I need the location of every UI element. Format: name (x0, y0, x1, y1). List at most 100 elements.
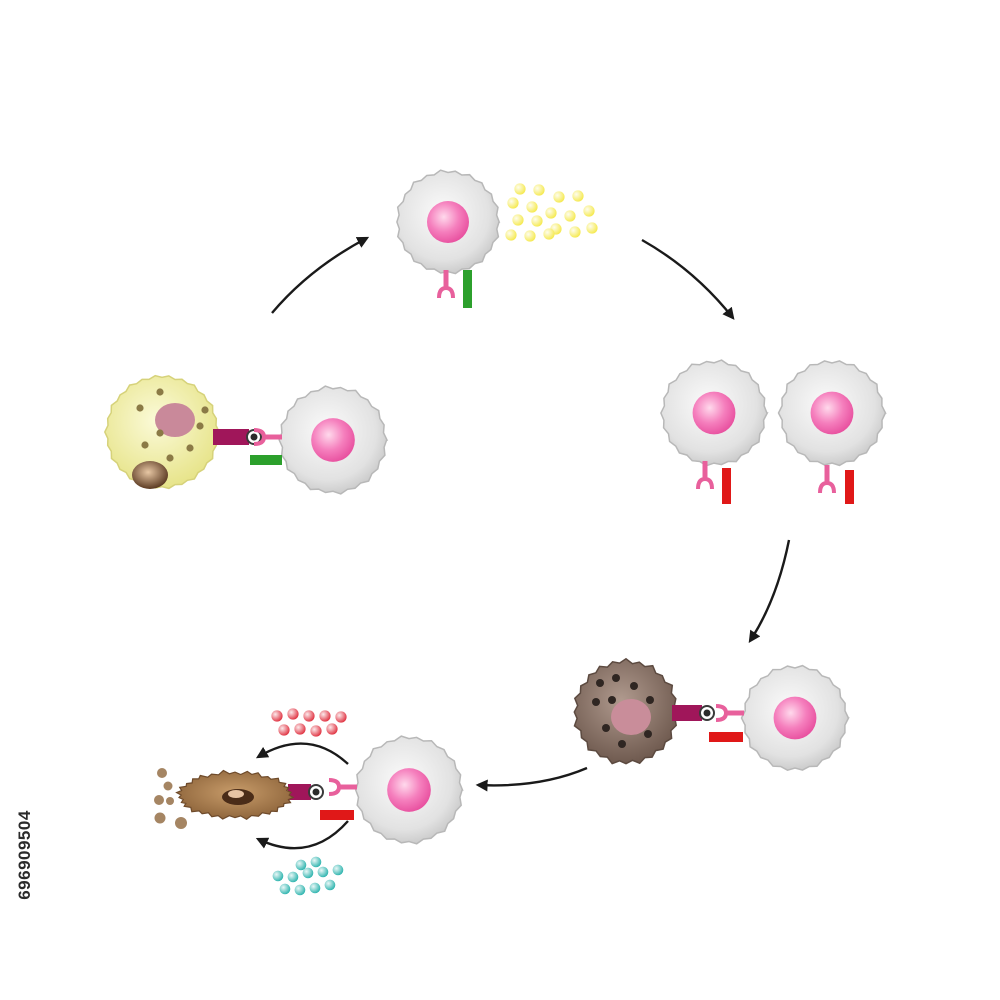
bead-shine (287, 708, 299, 720)
apc-granule (596, 679, 604, 687)
bead-shine (295, 859, 307, 871)
bead-shine (572, 190, 584, 202)
antigen-presenting-cell-icon (573, 657, 681, 765)
cytokine-bead (569, 226, 581, 238)
cytokine-bead (586, 222, 598, 234)
t-cell-icon (354, 735, 464, 845)
cell-nucleus (427, 201, 469, 243)
receptor-stalk (339, 784, 357, 790)
cytokine-bead (553, 191, 565, 203)
receptor-fork (696, 476, 714, 490)
antigen-core (312, 788, 320, 796)
coreceptor-bar (463, 270, 472, 308)
apc-granule (156, 429, 164, 437)
cell-layer (103, 169, 887, 896)
tcr-receptor (696, 461, 714, 490)
bead-shine (512, 214, 524, 226)
bead-shine (279, 883, 291, 895)
coreceptor-bar (250, 455, 282, 465)
cytotoxic-granule (309, 882, 321, 894)
stock-id-text: 696909504 (15, 810, 34, 900)
bead-shine (287, 871, 299, 883)
cytokine-bead (505, 229, 517, 241)
mhc-bar (672, 705, 702, 721)
cytokine-bead (507, 197, 519, 209)
t-cell-icon (740, 664, 850, 772)
bead-shine (326, 723, 338, 735)
cytokine-bead (545, 207, 557, 219)
bead-shine (319, 710, 331, 722)
receptor-fork (715, 704, 729, 722)
mhc-complex (672, 705, 715, 721)
cytokine-bead (524, 230, 536, 242)
cycle-arrow-icon (255, 820, 349, 850)
cell-nucleus (773, 696, 817, 740)
cytotoxic-granule (310, 856, 322, 868)
antigen-presenting-cell-icon (103, 374, 221, 490)
tumor-fragment (166, 797, 174, 805)
tumor-fragment (157, 768, 167, 778)
cytotoxic-granule (326, 723, 338, 735)
antigen-core (703, 709, 711, 717)
cytokine-bead (583, 205, 595, 217)
tumor-nucleus-highlight (228, 790, 244, 798)
coreceptor-effector (845, 470, 854, 504)
coreceptor-effector (722, 468, 731, 504)
bead-shine (278, 724, 290, 736)
apc-granule (592, 698, 600, 706)
bead-shine (569, 226, 581, 238)
cytotoxic-granule (319, 710, 331, 722)
coreceptor-bar (320, 810, 354, 820)
bead-shine (324, 879, 336, 891)
bead-shine (309, 882, 321, 894)
cell-nucleus (311, 418, 355, 462)
tumor-cell-icon (154, 768, 295, 829)
bead-shine (271, 710, 283, 722)
bead-shine (272, 870, 284, 882)
cytotoxic-granule (335, 711, 347, 723)
apc-vesicle (132, 461, 168, 489)
cytokine-bead (531, 215, 543, 227)
cytokine-bead (564, 210, 576, 222)
receptor-stalk (264, 434, 282, 440)
bead-shine (505, 229, 517, 241)
cytokine-bead (514, 183, 526, 195)
tumor-fragment (175, 817, 187, 829)
cytotoxic-granule (278, 724, 290, 736)
tcr-receptor (818, 465, 836, 494)
apc-granule (166, 454, 174, 462)
tumor-fragment (154, 795, 164, 805)
apc-granule (196, 422, 204, 430)
receptor-fork (328, 778, 342, 796)
tcr-receptor (715, 704, 744, 722)
apc-granule (141, 441, 149, 449)
bead-shine (507, 197, 519, 209)
cytokine-bead (533, 184, 545, 196)
apc-granule (136, 404, 144, 412)
bead-shine (310, 856, 322, 868)
coreceptor-naive (463, 270, 472, 308)
apc-nucleus (611, 699, 651, 735)
tumor-fragment (163, 781, 173, 791)
bead-shine (303, 710, 315, 722)
coreceptor-bar (845, 470, 854, 504)
cytokine-bead (512, 214, 524, 226)
cytotoxic-granule (287, 871, 299, 883)
bead-shine (586, 222, 598, 234)
bead-shine (524, 230, 536, 242)
cytotoxic-granule (272, 870, 284, 882)
apc-granule (186, 444, 194, 452)
mhc-complex (288, 784, 324, 800)
mhc-bar (288, 784, 311, 800)
cytokine-bead (543, 228, 555, 240)
receptor-fork (437, 285, 455, 299)
bead-shine (583, 205, 595, 217)
receptor-stalk (824, 465, 830, 483)
receptor-fork (818, 480, 836, 494)
receptor-fork (253, 428, 267, 446)
cycle-arrow-icon (475, 766, 588, 792)
receptor-stalk (443, 270, 449, 288)
coreceptor-bar (722, 468, 731, 504)
cell-nucleus (387, 768, 431, 812)
